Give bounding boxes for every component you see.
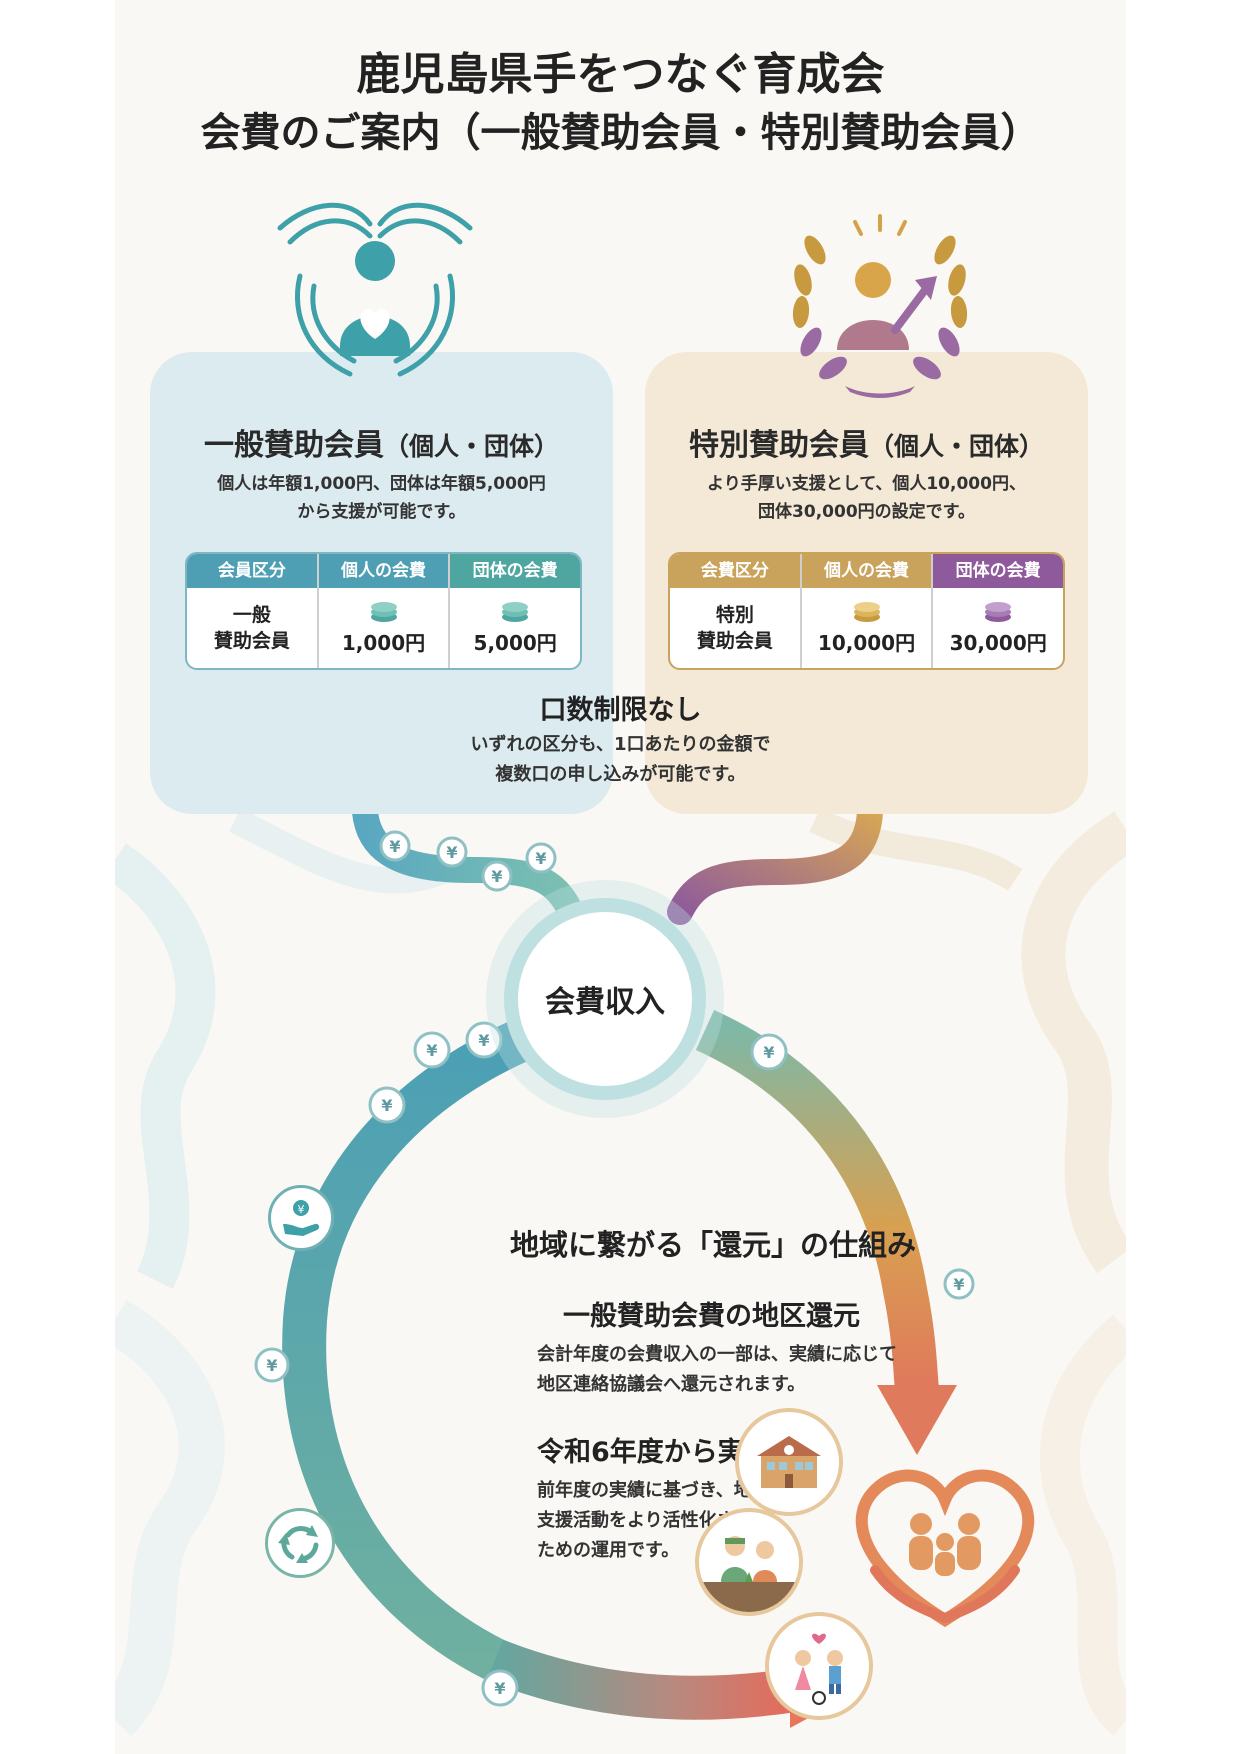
general-col-category: 会員区分 一般 賛助会員 [187,554,319,668]
special-group-fee: 30,000円 [949,630,1047,655]
special-header-category: 会費区分 [670,554,800,588]
special-col-group: 団体の会費 30,000円 [933,554,1063,668]
general-individual-fee: 1,000円 [341,630,426,655]
general-header-category: 会員区分 [187,554,317,588]
district-return-description: 会計年度の会費収入の一部は、実績に応じて 地区連絡協議会へ還元されます。 [537,1340,897,1400]
general-group-cell: 5,000円 [450,588,580,668]
school-building-icon [735,1408,843,1516]
laurel-person-arrow-icon [792,214,968,398]
general-fee-table: 会員区分 一般 賛助会員 個人の会費 1,000円 団体の会費 5,000円 [185,552,582,670]
general-header-individual: 個人の会費 [318,554,449,588]
no-limit-title: 口数制限なし [539,695,702,726]
svg-text:¥: ¥ [426,1041,437,1060]
special-title-main: 特別賛助会員 [688,428,869,463]
hand-holding-yen-icon: ¥ [268,1185,334,1251]
special-title-suffix: （個人・団体） [868,432,1044,461]
special-individual-cell: 10,000円 [802,588,932,668]
svg-text:¥: ¥ [389,837,400,856]
people-gardening-icon [695,1508,803,1616]
special-group-cell: 30,000円 [933,588,1063,668]
general-col-individual: 個人の会費 1,000円 [318,554,451,668]
hands-protecting-person-heart-icon [277,202,473,377]
svg-text:¥: ¥ [446,843,457,862]
recycle-arrows-icon [265,1508,335,1578]
page-title: 鹿児島県手をつなぐ育成会 [356,49,885,100]
general-title-suffix: （個人・団体） [383,432,559,461]
general-desc-line1: 個人は年額1,000円、団体は年額5,000円 [217,474,546,494]
special-category-line2: 賛助会員 [696,630,773,652]
no-limit-line1: いずれの区分も、1口あたりの金額で [470,734,771,755]
general-title-main: 一般賛助会員 [203,428,384,463]
yen-coin-icon [985,601,1012,622]
special-col-category: 会費区分 特別 賛助会員 [670,554,802,668]
special-desc-line2: 団体30,000円の設定です。 [758,502,975,522]
general-col-group: 団体の会費 5,000円 [450,554,580,668]
children-playing-icon [765,1612,873,1720]
implementation-title: 令和6年度から実施 [537,1437,772,1468]
background-flow-graphic: ¥ ¥ ¥ ¥ ¥ ¥ ¥ ¥ ¥ ¥ ¥ [115,799,1126,1737]
svg-text:¥: ¥ [381,1096,392,1115]
implementation-line3: ための運用です。 [537,1540,680,1561]
svg-text:¥: ¥ [266,1356,277,1375]
svg-text:¥: ¥ [478,1031,489,1050]
yen-coin-icon [370,601,397,622]
fee-income-hub: 会費収入 [518,912,692,1086]
general-individual-cell: 1,000円 [319,588,449,668]
svg-text:¥: ¥ [953,1275,964,1294]
special-category-line1: 特別 [715,604,754,626]
special-individual-fee: 10,000円 [817,630,916,655]
hub-label: 会費収入 [545,985,665,1020]
special-col-individual: 個人の会費 10,000円 [801,554,934,668]
special-category-cell: 特別 賛助会員 [670,588,800,668]
implementation-line1: 前年度の実績に基づき、地域の [537,1480,788,1501]
page: ¥ ¥ ¥ ¥ ¥ ¥ ¥ ¥ ¥ ¥ ¥ 鹿児島県手をつなぐ育成会 会費のご案内（一般賛助会員… [115,0,1126,1754]
district-return-line2: 地区連絡協議会へ還元されます。 [537,1374,806,1395]
heart-hands-family-icon [855,1469,1035,1628]
district-return-title: 一般賛助会費の地区還元 [563,1301,860,1332]
general-desc-line2: から支援が可能です。 [297,502,466,522]
no-limit-description: いずれの区分も、1口あたりの金額で 複数口の申し込みが可能です。 [115,730,1126,790]
special-member-title: 特別賛助会員（個人・団体） [645,420,1088,464]
page-subtitle: 会費のご案内（一般賛助会員・特別賛助会員） [200,110,1041,156]
svg-text:¥: ¥ [494,1679,505,1698]
special-header-individual: 個人の会費 [801,554,932,588]
special-header-group: 団体の会費 [933,554,1063,588]
special-desc-line1: より手厚い支援として、個人10,000円、 [707,474,1026,494]
no-limit-line2: 複数口の申し込みが可能です。 [495,764,746,785]
general-category-line2: 賛助会員 [213,630,290,652]
svg-text:¥: ¥ [535,849,546,868]
general-member-description: 個人は年額1,000円、団体は年額5,000円 から支援が可能です。 [150,470,613,526]
general-header-group: 団体の会費 [450,554,580,588]
general-group-fee: 5,000円 [473,630,557,655]
yen-coin-icon [502,601,529,622]
return-system-title: 地域に繋がる「還元」の仕組み [510,1228,917,1262]
svg-text:¥: ¥ [298,1203,305,1216]
general-category-cell: 一般 賛助会員 [187,588,317,668]
svg-text:¥: ¥ [763,1043,774,1062]
yen-coin-icon [853,601,880,622]
svg-text:¥: ¥ [491,867,502,886]
general-member-title: 一般賛助会員（個人・団体） [150,420,613,464]
special-member-description: より手厚い支援として、個人10,000円、 団体30,000円の設定です。 [645,470,1088,526]
special-fee-table: 会費区分 特別 賛助会員 個人の会費 10,000円 団体の会費 30,000円 [668,552,1065,670]
general-category-line1: 一般 [232,604,271,626]
district-return-line1: 会計年度の会費収入の一部は、実績に応じて [537,1344,897,1365]
